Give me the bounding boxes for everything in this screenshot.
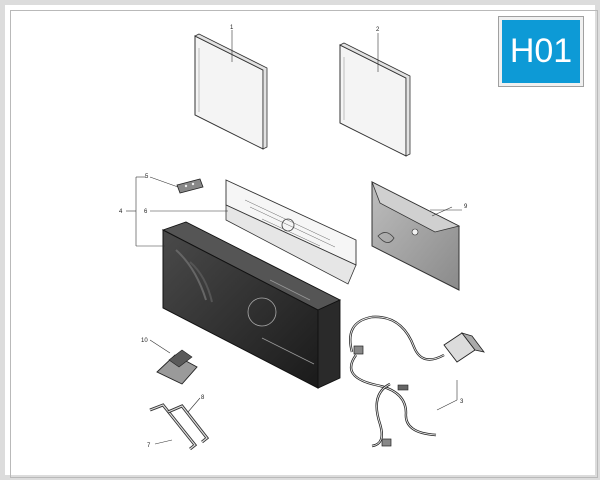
callout-9: 9	[464, 204, 468, 210]
callout-5: 5	[145, 174, 149, 180]
part-hex-key-8	[167, 404, 210, 444]
callout-1: 1	[230, 25, 234, 31]
callout-3: 3	[460, 399, 464, 405]
part-key-tag	[176, 178, 204, 194]
callout-4: 4	[119, 209, 123, 215]
part-presentation-box	[161, 221, 342, 389]
callout-6: 6	[144, 209, 148, 215]
part-document-pouch	[371, 181, 462, 291]
callout-7: 7	[147, 443, 151, 449]
callout-8: 8	[201, 395, 205, 401]
part-battery-charger	[349, 315, 485, 448]
callout-2: 2	[376, 27, 380, 33]
part-key-fob	[156, 349, 198, 385]
part-manual-2	[339, 33, 411, 157]
diagram-code-badge: H01	[498, 16, 584, 87]
drawing-border	[10, 10, 598, 478]
part-certificate-card	[225, 179, 357, 285]
part-manual-1	[194, 30, 268, 150]
part-hex-key-7	[149, 403, 198, 451]
leader-lines	[126, 176, 458, 445]
callout-10: 10	[141, 338, 148, 344]
